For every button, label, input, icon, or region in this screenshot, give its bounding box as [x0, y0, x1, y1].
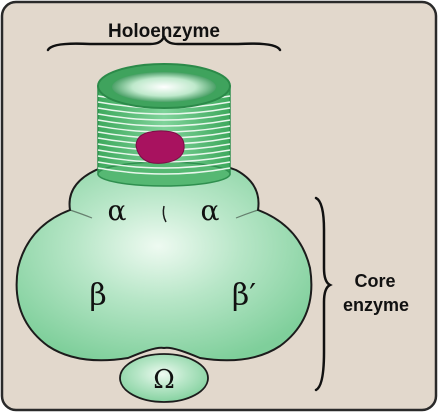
alpha-crease — [162, 205, 167, 223]
sigma-factor — [97, 63, 231, 187]
core-enzyme-brace — [314, 196, 333, 392]
core-enzyme-body — [15, 162, 313, 403]
sigma-blob — [135, 130, 185, 164]
alpha-label-right: α — [201, 194, 220, 227]
beta-prime-label: β′ — [232, 278, 256, 313]
right-crease — [235, 209, 259, 219]
sigma-cylinder-hole — [112, 72, 216, 102]
holoenzyme-brace — [46, 35, 282, 52]
omega-label: Ω — [153, 365, 175, 395]
core-body-outline — [15, 162, 313, 362]
alpha-label-left: α — [108, 194, 127, 227]
left-crease — [69, 209, 93, 219]
beta-label: β — [89, 278, 106, 313]
core-enzyme-label-line2: enzyme — [343, 295, 409, 315]
core-enzyme-label-line1: Core — [354, 271, 395, 291]
holoenzyme-label: Holoenzyme — [108, 21, 220, 42]
omega-subunit — [119, 353, 209, 403]
